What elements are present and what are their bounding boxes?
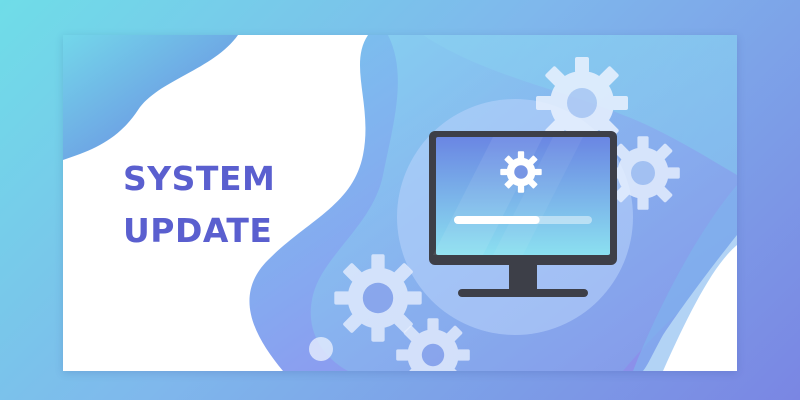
decor-dot bbox=[309, 337, 333, 361]
gear-icon bbox=[606, 136, 680, 210]
screen-glare bbox=[493, 137, 583, 255]
progress-fill bbox=[454, 216, 540, 224]
monitor-neck bbox=[509, 265, 537, 291]
monitor-screen bbox=[436, 137, 610, 255]
gear-icon bbox=[396, 318, 470, 371]
monitor-illustration bbox=[429, 131, 617, 297]
title-line-1: SYSTEM bbox=[123, 159, 276, 198]
wave-top-left bbox=[63, 35, 238, 160]
title-line-2: UPDATE bbox=[123, 211, 273, 250]
wave-bottom-right-accent bbox=[633, 185, 737, 371]
system-update-banner: SYSTEM UPDATE bbox=[63, 35, 737, 371]
banner-title: SYSTEM UPDATE bbox=[123, 153, 275, 257]
monitor-stand-base bbox=[458, 289, 588, 297]
gear-icon bbox=[500, 151, 542, 193]
banner-artwork bbox=[63, 35, 737, 371]
